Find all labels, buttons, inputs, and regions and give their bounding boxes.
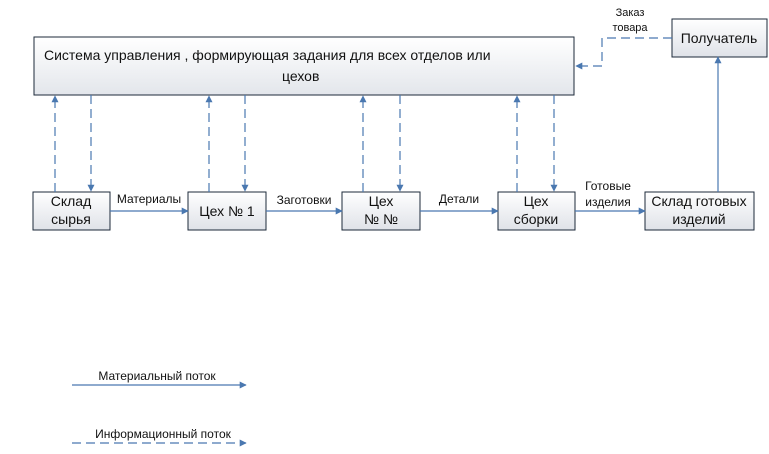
legend: Материальный поток Информационный поток (72, 369, 247, 447)
shopN-label-line1: Цех (369, 193, 394, 209)
materials-label: Материалы (117, 192, 181, 206)
details-label: Детали (439, 192, 479, 206)
system-label-line2: цехов (282, 68, 319, 84)
legend-info-label: Информационный поток (95, 427, 232, 441)
finished-goods-label-line2: изделия (585, 195, 630, 209)
assembly-label-line1: Цех (524, 193, 549, 209)
assembly-box: Цех сборки (497, 191, 576, 231)
shop1-box: Цех № 1 (187, 191, 267, 231)
shopN-label-line2: № № (364, 211, 398, 227)
recipient-label: Получатель (681, 30, 758, 46)
legend-material-label: Материальный поток (98, 369, 216, 383)
system-label-line1: Система управления , формирующая задания… (44, 47, 491, 63)
order-label-line1: Заказ (616, 7, 645, 19)
assembly-label-line2: сборки (514, 211, 559, 227)
raw-warehouse-label-line1: Склад (51, 193, 92, 209)
shop1-label: Цех № 1 (199, 203, 255, 219)
raw-warehouse-box: Склад сырья (32, 191, 111, 231)
raw-warehouse-label-line2: сырья (51, 211, 91, 227)
finished-warehouse-label-line1: Склад готовых (651, 193, 746, 209)
finished-goods-label-line1: Готовые (585, 179, 631, 193)
finished-warehouse-label-line2: изделий (672, 211, 725, 227)
blanks-label: Заготовки (277, 193, 332, 207)
order-label-line2: товара (612, 22, 648, 34)
recipient-box: Получатель (671, 18, 768, 58)
finished-warehouse-box: Склад готовых изделий (644, 191, 755, 231)
system-management-box: Система управления , формирующая задания… (33, 36, 575, 96)
shopN-box: Цех № № (341, 191, 421, 231)
order-info-arrow (575, 37, 672, 70)
